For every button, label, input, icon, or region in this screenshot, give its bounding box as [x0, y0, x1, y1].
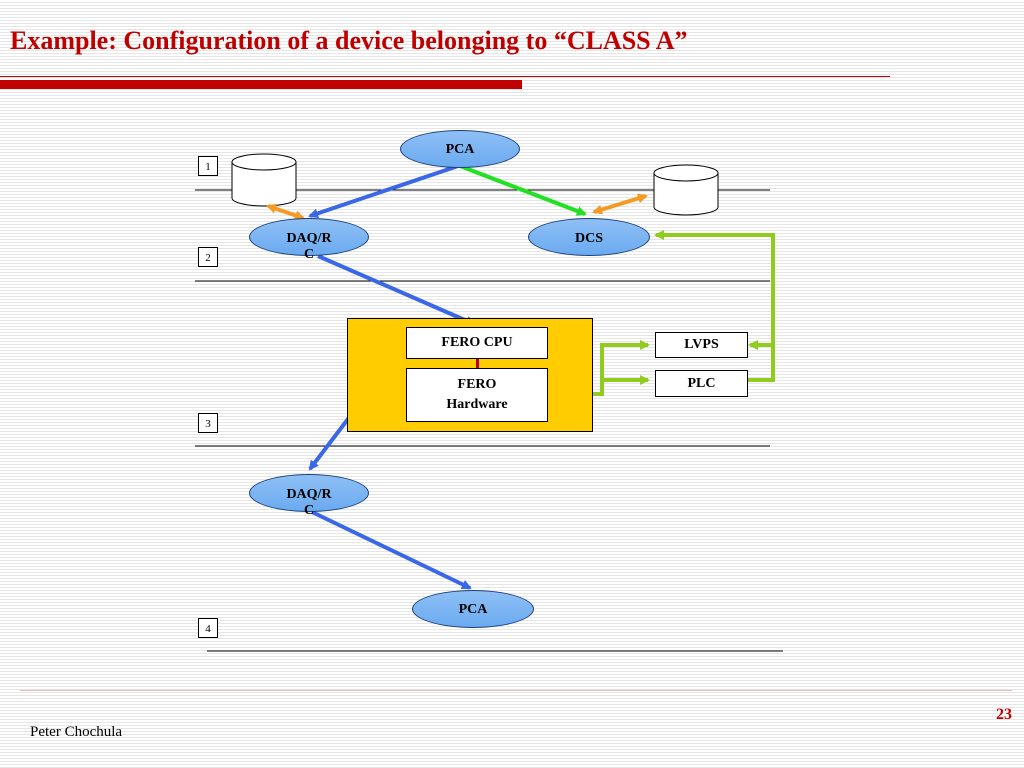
- node-dcs-label: DCS: [574, 231, 603, 246]
- page-title: Example: Configuration of a device belon…: [10, 26, 688, 55]
- database-icon-right: [653, 164, 719, 216]
- level-label-2: 2: [198, 247, 218, 267]
- node-lvps[interactable]: LVPS: [655, 332, 748, 358]
- node-daqrc-bottom[interactable]: DAQ/R C: [249, 474, 369, 518]
- node-daqrc-top-label: DAQ/R C: [286, 231, 332, 262]
- node-fero-cpu[interactable]: FERO CPU: [406, 327, 548, 359]
- control-arrow-pca-to-daqrc: [308, 164, 459, 219]
- title-accent-bar: [0, 80, 522, 89]
- node-pca-bottom-label: PCA: [458, 602, 488, 617]
- level-label-3: 3: [198, 413, 218, 433]
- author-name: Peter Chochula: [30, 724, 123, 740]
- node-plc[interactable]: PLC: [655, 370, 748, 397]
- database-icon-left: [231, 153, 297, 207]
- control-arrow-daqrc-to-ferocpu: [317, 254, 476, 326]
- title-divider: [0, 76, 890, 77]
- node-fero-hardware[interactable]: FERO Hardware: [406, 368, 548, 422]
- node-pca-bottom[interactable]: PCA: [412, 590, 534, 628]
- control-arrow-daqrc-to-pca: [311, 510, 472, 590]
- level-label-4: 4: [198, 618, 218, 638]
- node-pca-top-label: PCA: [445, 142, 475, 157]
- node-dcs[interactable]: DCS: [528, 218, 650, 256]
- footer-divider: [20, 690, 1012, 691]
- control-arrow-pca-to-dcs: [459, 164, 587, 216]
- node-daqrc-bottom-label: DAQ/R C: [286, 487, 332, 518]
- db-link-right: [592, 193, 648, 215]
- node-fero-cpu-label: FERO CPU: [441, 335, 513, 350]
- db-link-left: [266, 203, 305, 221]
- fero-internal-link: [476, 359, 479, 368]
- node-lvps-label: LVPS: [684, 337, 719, 352]
- node-plc-label: PLC: [687, 376, 716, 391]
- node-pca-top[interactable]: PCA: [400, 130, 520, 168]
- level-label-1: 1: [198, 156, 218, 176]
- node-fero-hardware-label: FERO Hardware: [446, 377, 508, 412]
- page-number: 23: [996, 706, 1012, 723]
- node-daqrc-top[interactable]: DAQ/R C: [249, 218, 369, 262]
- hw-link-plc-to-dcs: [654, 230, 775, 382]
